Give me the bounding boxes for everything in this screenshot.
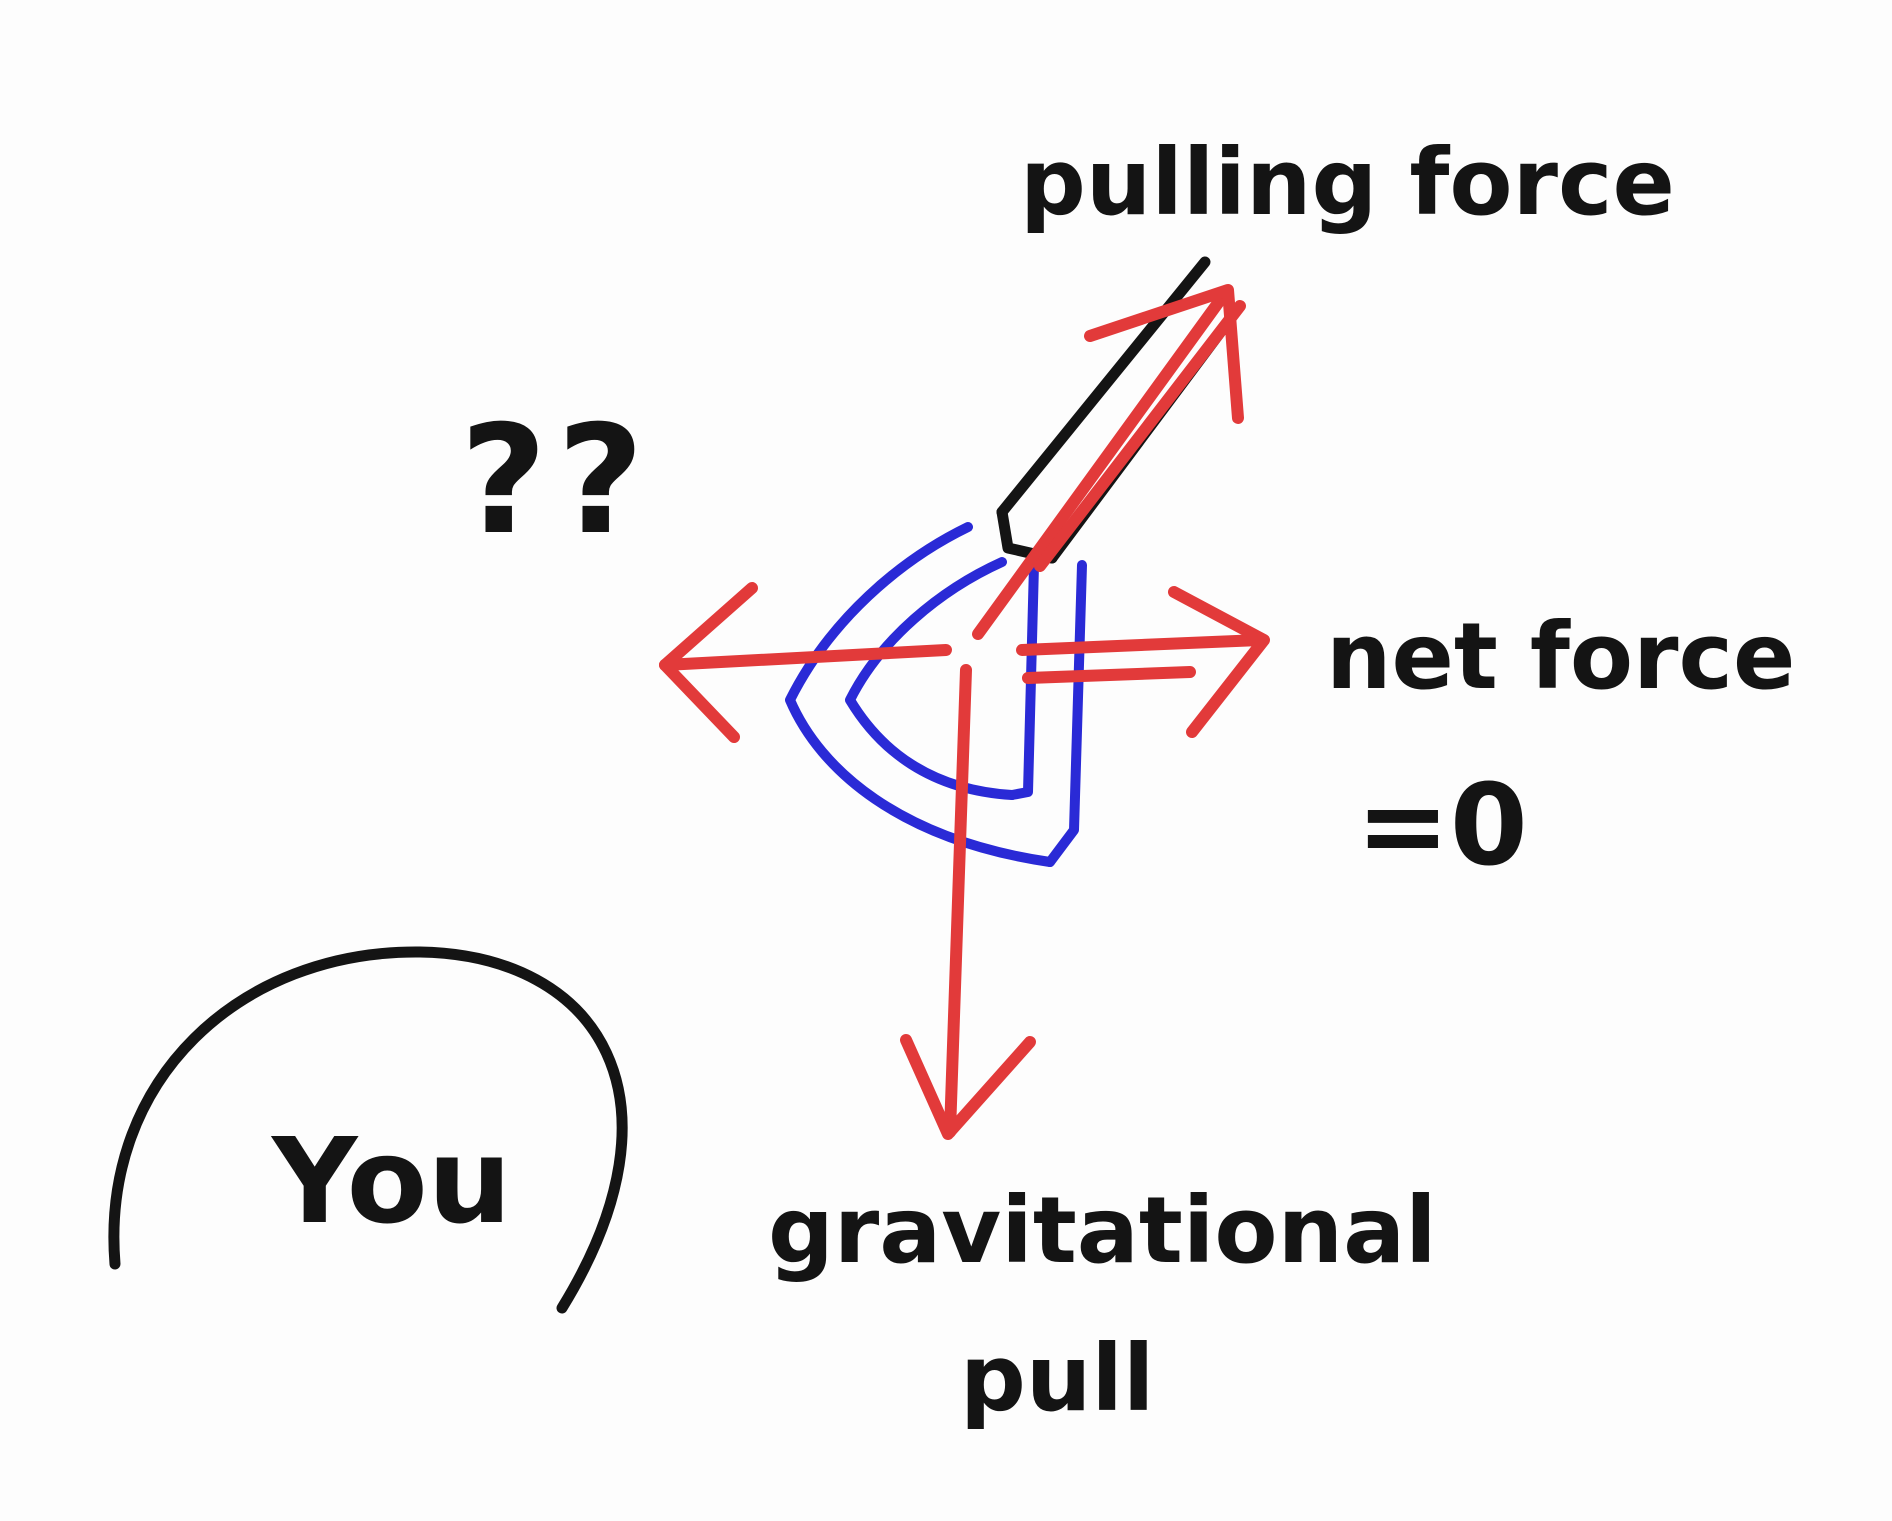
gravitational-label: gravitational	[768, 1177, 1437, 1284]
left-force-arrow	[659, 582, 952, 743]
net-force-label: net force	[1326, 603, 1795, 710]
gravity-arrow	[900, 664, 1036, 1140]
you-label: You	[270, 1112, 512, 1250]
gravitational-pull-label: pull	[960, 1325, 1154, 1432]
pulling-force-label: pulling force	[1020, 129, 1675, 236]
net-force-value: =0	[1356, 761, 1528, 891]
you-circle-arc	[108, 946, 628, 1314]
question-marks: ??	[460, 394, 654, 568]
pulling-force-arrow	[972, 284, 1246, 640]
blue-object	[785, 522, 1087, 867]
right-force-arrow	[1016, 586, 1270, 738]
